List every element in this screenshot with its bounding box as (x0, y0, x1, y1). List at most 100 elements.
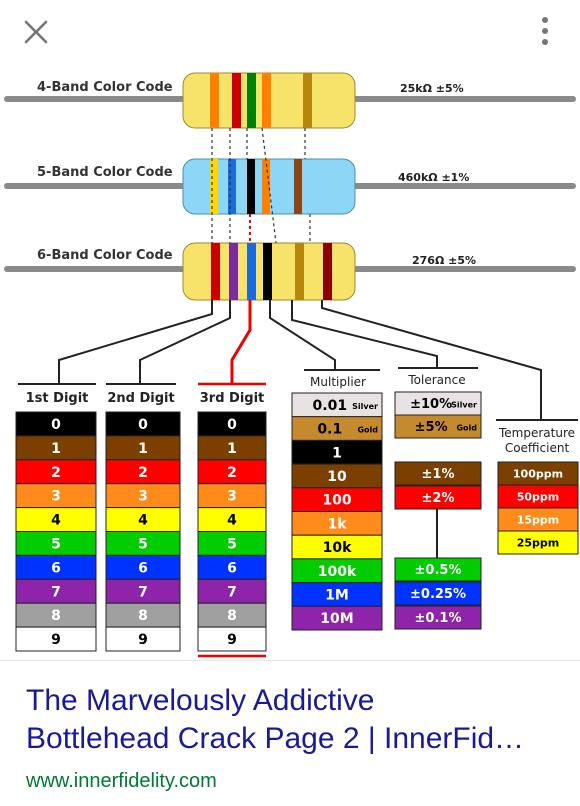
cell-sublabel: Silver (451, 401, 477, 410)
cell-sublabel: Gold (357, 426, 378, 435)
third-digit-connector (230, 300, 252, 383)
divider (0, 660, 580, 661)
cell-label: 3 (51, 489, 61, 505)
cell-label: 7 (227, 584, 237, 600)
cell-sublabel: Gold (456, 424, 477, 433)
cell-label: 9 (138, 632, 148, 648)
color-swatch (394, 581, 482, 606)
temperature-title-line1: Temperature (498, 426, 575, 440)
cell-label: 8 (51, 608, 61, 624)
resistor-band (210, 159, 218, 214)
cell-label: 6 (138, 560, 148, 576)
cell-label: ±1% (422, 467, 455, 482)
cell-label: 5 (227, 536, 237, 552)
resistor-5-band: 5-Band Color Code 460kΩ ±1% (4, 158, 576, 215)
cell-label: 1k (327, 516, 347, 532)
cell-label: 25ppm (517, 536, 560, 549)
resistor-4-band-label: 4-Band Color Code (37, 80, 173, 95)
cell-label: 2 (51, 465, 61, 481)
cell-label: ±0.5% (415, 563, 462, 578)
resistor-6-band-value: 276Ω ±5% (412, 254, 476, 267)
cell-label: 5 (51, 536, 61, 552)
cell-label: ±5% (415, 420, 448, 435)
color-swatch (497, 530, 579, 555)
color-swatch (15, 626, 97, 652)
cell-label: 1 (332, 445, 342, 461)
cell-label: 10M (320, 611, 353, 627)
color-swatch (394, 485, 482, 510)
resistor-band (262, 73, 271, 128)
cell-label: 2 (138, 465, 148, 481)
resistor-band (263, 243, 272, 300)
resistor-band (303, 73, 312, 128)
cell-label: 4 (51, 513, 61, 529)
cell-label: 100ppm (513, 467, 563, 480)
result-title-link[interactable]: The Marvelously Addictive Bottlehead Cra… (26, 682, 566, 758)
temperature-title-line2: Coefficient (505, 441, 570, 455)
resistor-band (228, 159, 236, 214)
resistor-6-band: 6-Band Color Code 276Ω ±5% (4, 242, 576, 301)
cell-label: 100k (318, 564, 357, 580)
color-swatch (394, 605, 482, 630)
cell-label: 2 (227, 465, 237, 481)
cell-label: 1 (138, 441, 148, 457)
resistor-color-code-diagram: 4-Band Color Code 25kΩ ±5% 5-Band Color … (0, 66, 580, 660)
temperature-column: 100ppm 50ppm 15ppm 25ppm (497, 461, 579, 555)
resistor-5-band-value: 460kΩ ±1% (398, 171, 469, 184)
resistor-band (323, 243, 332, 300)
cell-label: 7 (138, 584, 148, 600)
more-vert-icon (542, 17, 548, 45)
resistor-5-band-label: 5-Band Color Code (37, 165, 173, 180)
color-swatch (394, 557, 482, 582)
cell-label: 6 (227, 560, 237, 576)
resistor-4-band: 4-Band Color Code 25kΩ ±5% (4, 72, 576, 129)
cell-label: 0 (227, 417, 237, 433)
resistor-band (262, 159, 270, 214)
color-swatch (197, 626, 267, 652)
cell-label: 3 (138, 489, 148, 505)
resistor-band (211, 243, 220, 300)
top-bar (0, 0, 580, 64)
resistor-4-band-value: 25kΩ ±5% (400, 82, 464, 95)
digit2-title: 2nd Digit (107, 391, 174, 406)
cell-label: 1 (51, 441, 61, 457)
cell-label: ±10% (410, 397, 452, 412)
resistor-band (247, 159, 255, 214)
resistor-band (232, 73, 241, 128)
cell-label: 15ppm (517, 513, 560, 526)
resistor-band (247, 73, 256, 128)
cell-label: 4 (227, 513, 237, 529)
cell-label: 9 (51, 632, 61, 648)
color-swatch (394, 461, 482, 486)
result-title-line1: The Marvelously Addictive (26, 684, 375, 717)
result-source-link[interactable]: www.innerfidelity.com (26, 770, 217, 792)
color-swatch (105, 626, 181, 652)
color-swatch (394, 414, 482, 439)
cell-label: ±0.25% (410, 587, 466, 602)
cell-label: 9 (227, 632, 237, 648)
more-options-button[interactable] (528, 12, 562, 52)
cell-label: 1M (325, 587, 349, 603)
cell-label: 0.01 (313, 398, 348, 414)
resistor-band (295, 243, 304, 300)
connector-lines (58, 300, 542, 420)
digit1-title: 1st Digit (26, 391, 89, 406)
cell-label: 8 (138, 608, 148, 624)
color-swatch (291, 605, 383, 631)
close-button[interactable] (16, 12, 56, 52)
cell-label: ±2% (422, 491, 455, 506)
cell-label: 50ppm (517, 490, 560, 503)
cell-label: 1 (227, 441, 237, 457)
cell-sublabel: Silver (352, 402, 378, 411)
cell-label: 4 (138, 513, 148, 529)
cell-label: 10 (327, 469, 347, 485)
resistor-band (210, 73, 219, 128)
digit3-title: 3rd Digit (200, 391, 265, 406)
cell-label: 7 (51, 584, 61, 600)
cell-label: 0 (51, 417, 61, 433)
resistor-6-band-label: 6-Band Color Code (37, 248, 173, 263)
